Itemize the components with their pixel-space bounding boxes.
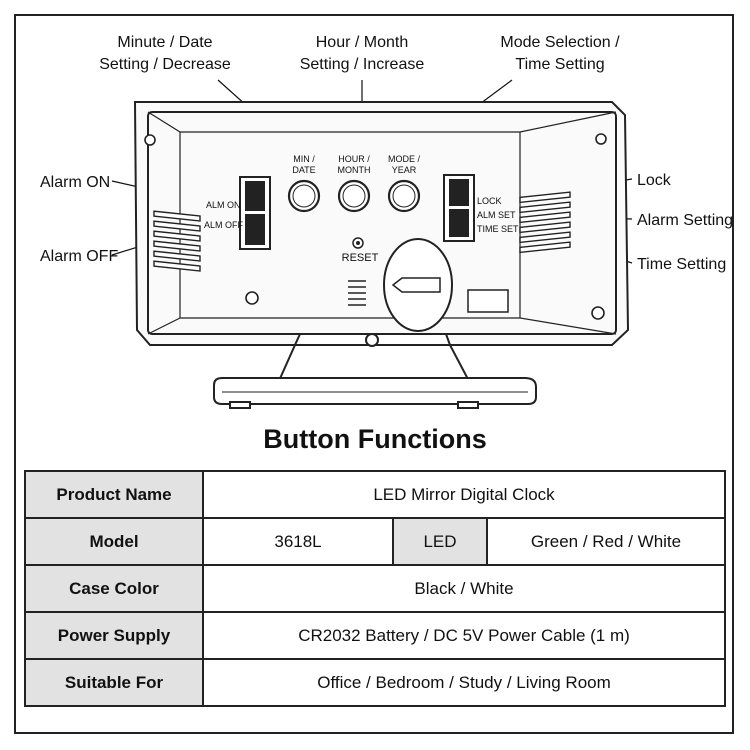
screw-holes xyxy=(144,133,607,320)
alm-set-label: ALM SET xyxy=(477,210,516,220)
alm-off-label: ALM OFF xyxy=(204,220,244,230)
alm-on-label: ALM ON xyxy=(206,200,241,210)
reset-label: RESET xyxy=(342,252,379,264)
power-supply-label: Power Supply xyxy=(24,611,204,660)
power-supply-value: CR2032 Battery / DC 5V Power Cable (1 m) xyxy=(202,611,726,660)
mode-year-label-line1: MODE / xyxy=(388,154,421,164)
mode-slide-switch[interactable] xyxy=(443,174,475,242)
led-label: LED xyxy=(392,517,488,566)
model-label: Model xyxy=(24,517,204,566)
callout-minute-date-line1: Minute / Date xyxy=(117,34,212,51)
button-inner-rings xyxy=(292,184,416,208)
clock-body xyxy=(133,101,630,346)
led-value: Green / Red / White xyxy=(486,517,726,566)
callout-alarm-on: Alarm ON xyxy=(40,174,110,191)
case-color-label: Case Color xyxy=(24,564,204,613)
lock-label: LOCK xyxy=(477,196,502,206)
clock-back-diagram: Minute / Date Setting / Decrease Hour / … xyxy=(40,34,733,409)
callout-minute-date-line2: Setting / Decrease xyxy=(99,56,231,73)
clock-stand xyxy=(213,333,537,409)
mode-year-label-line2: YEAR xyxy=(392,165,417,175)
alarm-slide-switch[interactable] xyxy=(239,176,271,250)
table-row: Product Name LED Mirror Digital Clock xyxy=(24,470,726,519)
callout-mode-selection-line2: Time Setting xyxy=(515,56,604,73)
product-name-value: LED Mirror Digital Clock xyxy=(202,470,726,519)
case-color-value: Black / White xyxy=(202,564,726,613)
left-vents xyxy=(153,210,201,272)
model-value: 3618L xyxy=(202,517,394,566)
page-frame xyxy=(14,14,734,734)
time-set-label: TIME SET xyxy=(477,224,519,234)
label-plate xyxy=(467,289,509,313)
right-vents xyxy=(519,191,571,254)
hour-month-label-line2: MONTH xyxy=(338,165,371,175)
table-row: Case Color Black / White xyxy=(24,564,726,613)
product-name-label: Product Name xyxy=(24,470,204,519)
min-date-label-line1: MIN / xyxy=(293,154,315,164)
reset-dot-icon xyxy=(356,241,360,245)
callout-mode-selection-line1: Mode Selection / xyxy=(500,34,620,51)
callout-alarm-off: Alarm OFF xyxy=(40,248,118,265)
callout-alarm-setting: Alarm Setting xyxy=(637,212,733,229)
suitable-for-value: Office / Bedroom / Study / Living Room xyxy=(202,658,726,707)
callout-time-setting: Time Setting xyxy=(637,256,726,273)
min-date-label-line2: DATE xyxy=(292,165,315,175)
hour-month-label-line1: HOUR / xyxy=(338,154,370,164)
spec-table: Product Name LED Mirror Digital Clock Mo… xyxy=(24,470,726,707)
table-row: Model 3618L LED Green / Red / White xyxy=(24,517,726,566)
battery-arrow-icon xyxy=(391,277,441,293)
callout-hour-month-line1: Hour / Month xyxy=(316,34,408,51)
callout-lock: Lock xyxy=(637,172,672,189)
speaker-grille xyxy=(348,280,366,306)
suitable-for-label: Suitable For xyxy=(24,658,204,707)
table-row: Power Supply CR2032 Battery / DC 5V Powe… xyxy=(24,611,726,660)
table-row: Suitable For Office / Bedroom / Study / … xyxy=(24,658,726,707)
section-title: Button Functions xyxy=(263,424,487,454)
callout-hour-month-line2: Setting / Increase xyxy=(300,56,425,73)
